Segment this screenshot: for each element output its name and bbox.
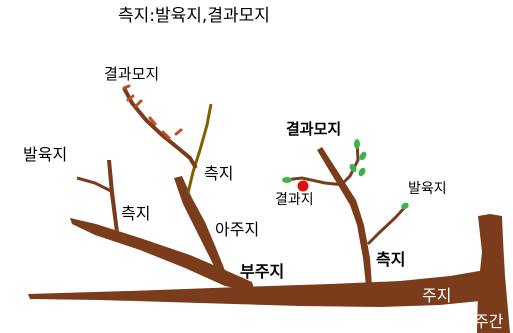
main-branch-shape xyxy=(28,270,490,307)
subprimary-branch-shape xyxy=(174,176,226,276)
label-vegetative-right: 발육지 xyxy=(408,181,447,197)
trunk-shape xyxy=(477,214,510,333)
label-lateral-right: 측지 xyxy=(376,250,406,269)
secondary-branch-shape xyxy=(70,218,255,292)
label-fruiting-mother-right: 결과모지 xyxy=(286,120,342,138)
left-vegetative-shoot xyxy=(76,176,112,193)
right-lateral-shape xyxy=(317,147,372,286)
right-vegetative-shoot xyxy=(366,204,408,246)
label-lateral-lower-left: 측지 xyxy=(121,204,151,223)
green-leaves xyxy=(282,139,409,210)
left-lateral-shape xyxy=(107,160,119,232)
label-subprimary: 아주지 xyxy=(215,220,260,239)
olive-lateral-shoot xyxy=(186,103,213,194)
fruiting-shoot-stem xyxy=(284,176,346,187)
diagram-title: 측지:발육지,결과모지 xyxy=(118,6,270,26)
left-fruiting-mother-branch xyxy=(122,87,198,170)
label-trunk: 주간 xyxy=(474,312,504,331)
label-fruiting-shoot: 결과지 xyxy=(275,192,314,208)
label-lateral-upper: 측지 xyxy=(204,164,234,183)
orange-buds xyxy=(122,84,183,140)
label-main-branch: 주지 xyxy=(422,286,452,305)
label-vegetative-left: 발육지 xyxy=(23,145,68,164)
fruit-icon xyxy=(297,180,309,192)
label-fruiting-mother-left: 결과모지 xyxy=(104,65,160,83)
label-secondary-main: 부주지 xyxy=(240,262,285,281)
